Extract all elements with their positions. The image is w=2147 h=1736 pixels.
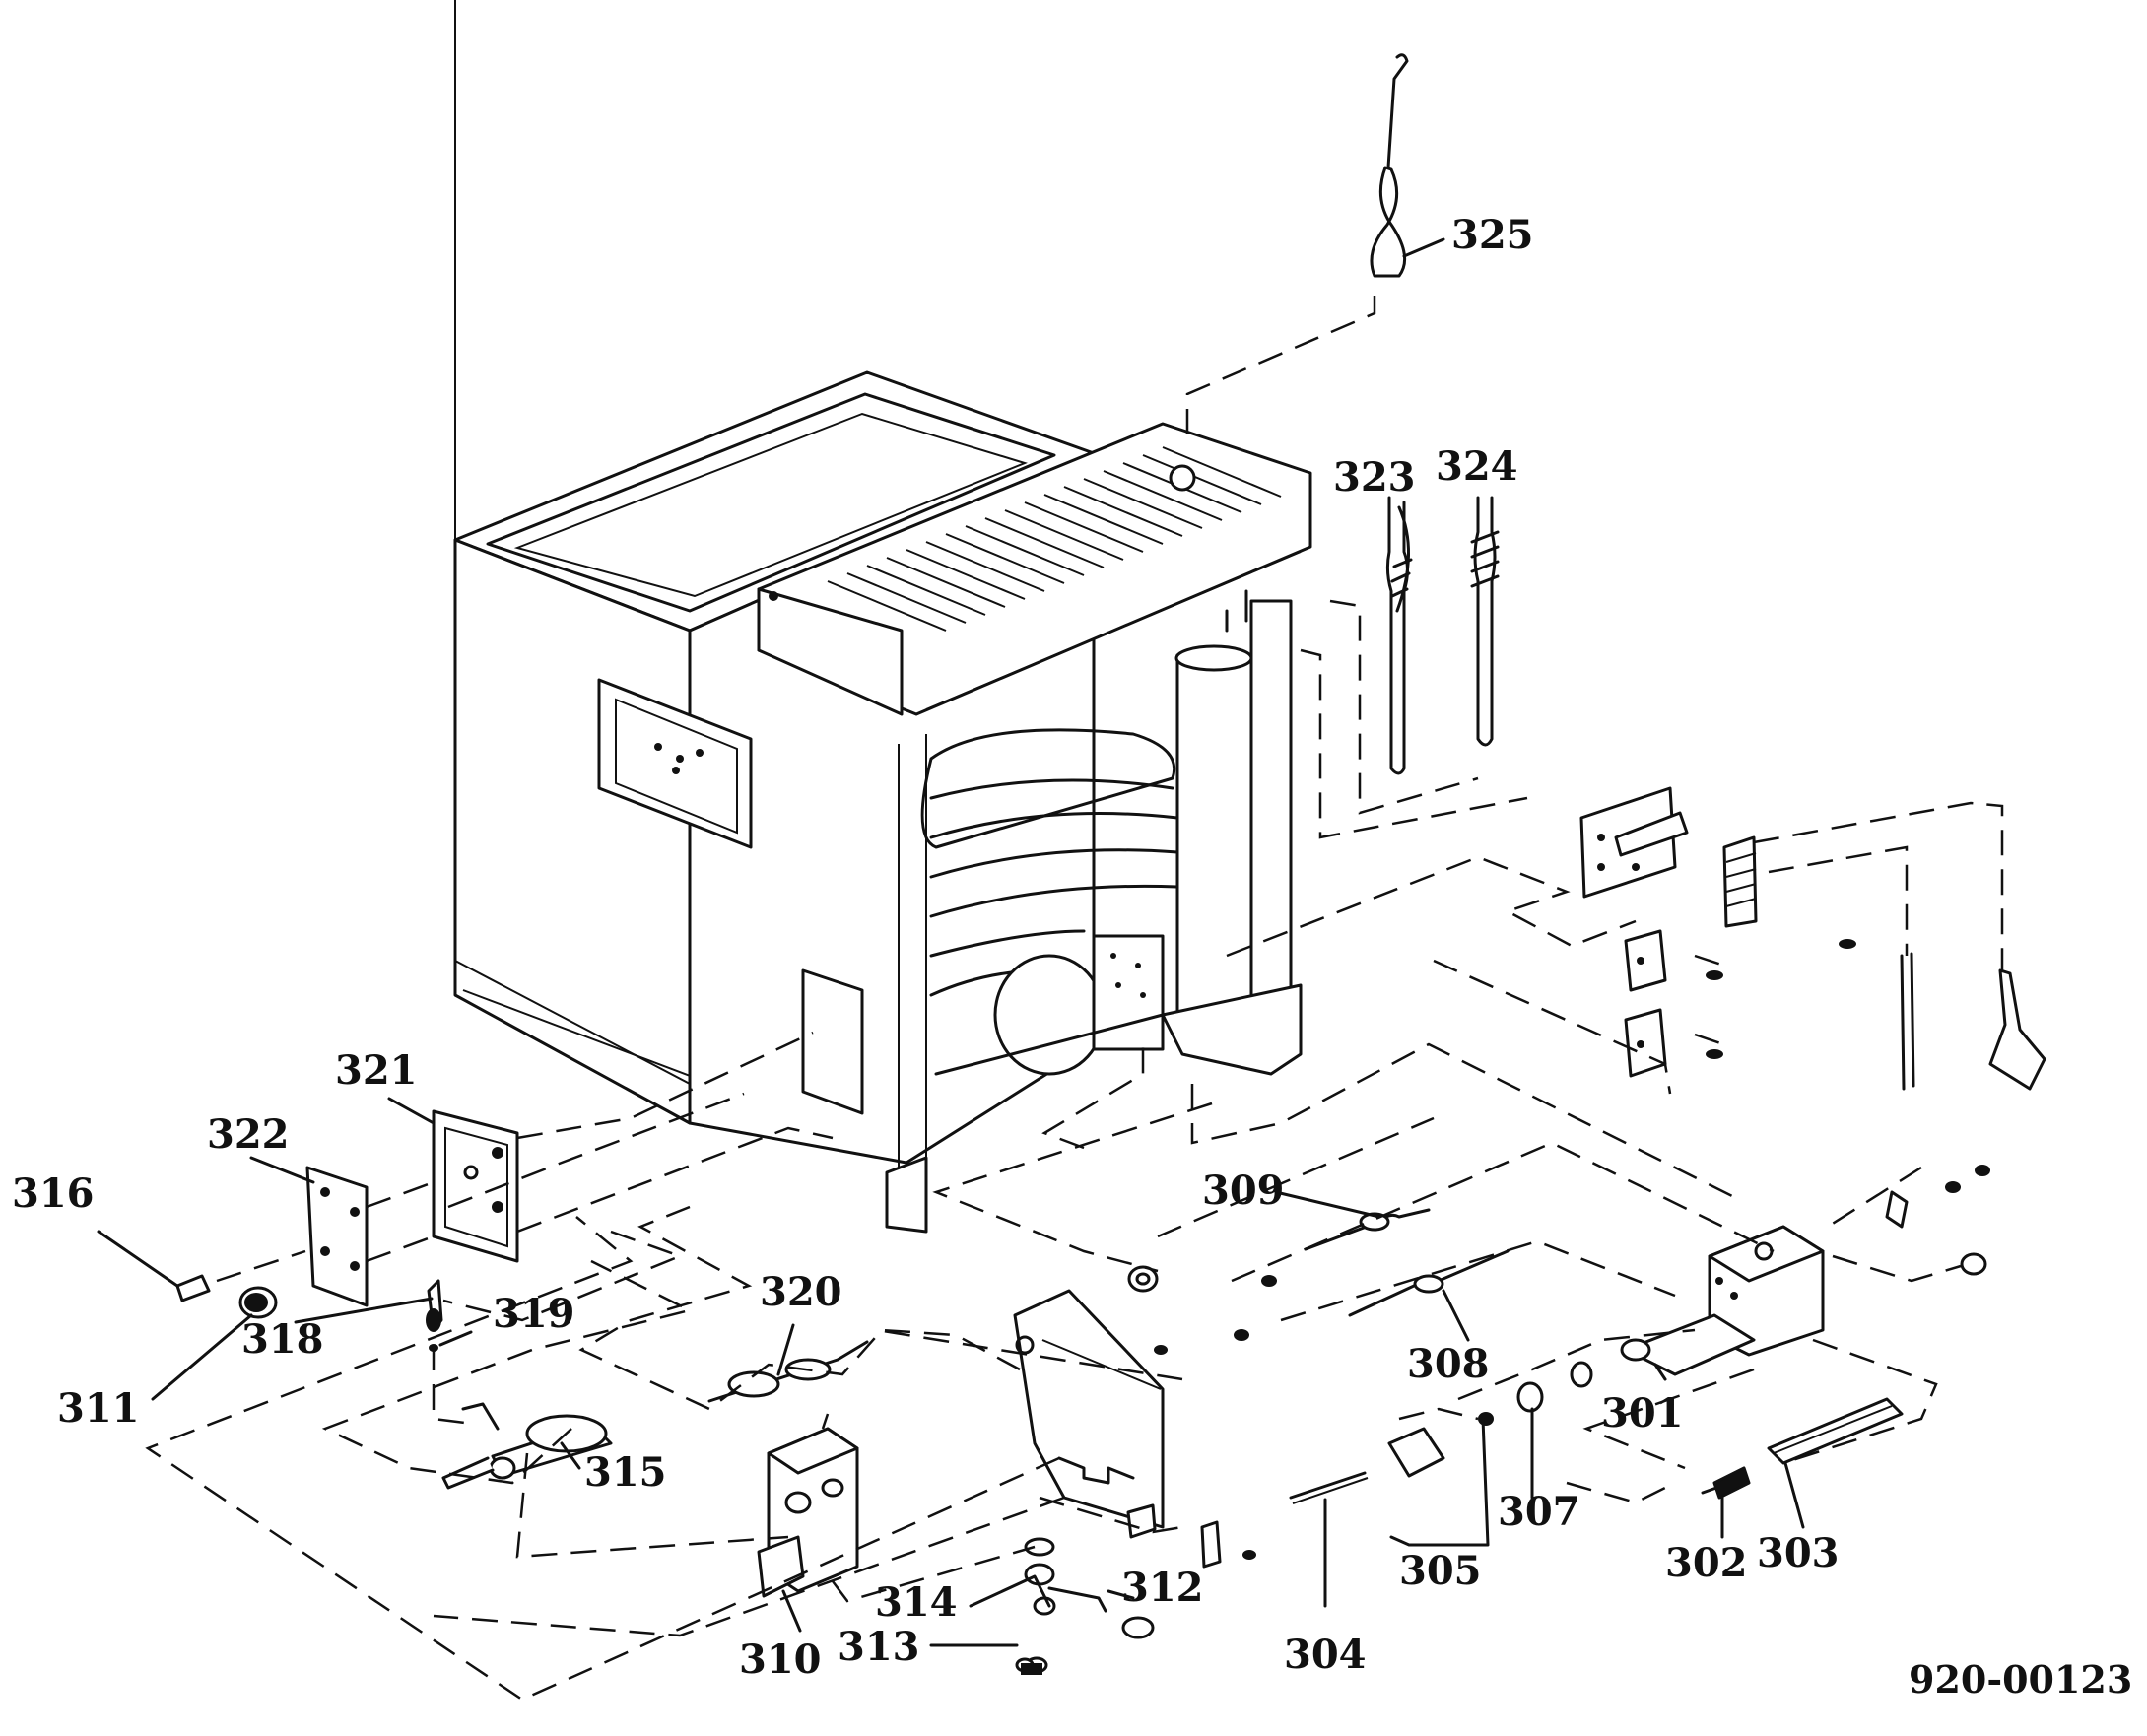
callout-315: 315: [584, 1449, 667, 1496]
part-304-305-307: [1289, 1361, 1593, 1504]
callout-305: 305: [1399, 1548, 1482, 1594]
part-316: [175, 1274, 211, 1302]
part-318-319: [426, 1279, 443, 1352]
callout-318: 318: [241, 1316, 324, 1363]
callout-307: 307: [1498, 1489, 1580, 1535]
callout-304: 304: [1284, 1632, 1367, 1678]
part-308-309: [1261, 1208, 1510, 1317]
callout-308: 308: [1407, 1341, 1490, 1387]
assembly-lines: [145, 296, 2004, 1702]
callout-314: 314: [875, 1579, 958, 1626]
callout-323: 323: [1333, 454, 1416, 501]
leader-lines: [97, 496, 1805, 1647]
callout-320: 320: [760, 1269, 842, 1315]
document-number: 920-00123: [1909, 1657, 2132, 1702]
callout-321: 321: [335, 1047, 418, 1094]
part-302-303: [1701, 1397, 1904, 1500]
part-knob-311: [238, 1286, 278, 1319]
callout-316: 316: [12, 1170, 95, 1217]
cooling-unit-coil: [920, 589, 1303, 1076]
callouts: 325 323 324 309 308 301 307 305 302 303 …: [12, 212, 2132, 1702]
callout-301: 301: [1601, 1390, 1684, 1436]
callout-319: 319: [493, 1291, 575, 1337]
callout-312: 312: [1121, 1565, 1204, 1611]
callout-322: 322: [207, 1111, 290, 1158]
refrigerator-cabinet: [453, 0, 1312, 1234]
condenser-fins: [827, 446, 1302, 710]
callout-302: 302: [1665, 1540, 1748, 1586]
part-mounting-plate: [1013, 1265, 1256, 1569]
part-gas-valve-310: [757, 1427, 1155, 1675]
callout-324: 324: [1436, 443, 1518, 490]
callout-313: 313: [838, 1624, 920, 1670]
callout-325: 325: [1451, 212, 1534, 258]
part-315: [441, 1402, 613, 1490]
part-burner-housing-301: [1620, 1165, 1990, 1376]
part-spring-323: [1385, 501, 1413, 775]
callout-310: 310: [739, 1636, 822, 1683]
part-321-322: [305, 1109, 519, 1307]
part-flue-baffle: [1370, 53, 1445, 278]
part-spring-324: [1470, 496, 1500, 747]
callout-311: 311: [57, 1385, 140, 1432]
part-bracket-right: [1579, 786, 2046, 1091]
callout-309: 309: [1202, 1168, 1285, 1214]
callout-303: 303: [1757, 1530, 1840, 1576]
